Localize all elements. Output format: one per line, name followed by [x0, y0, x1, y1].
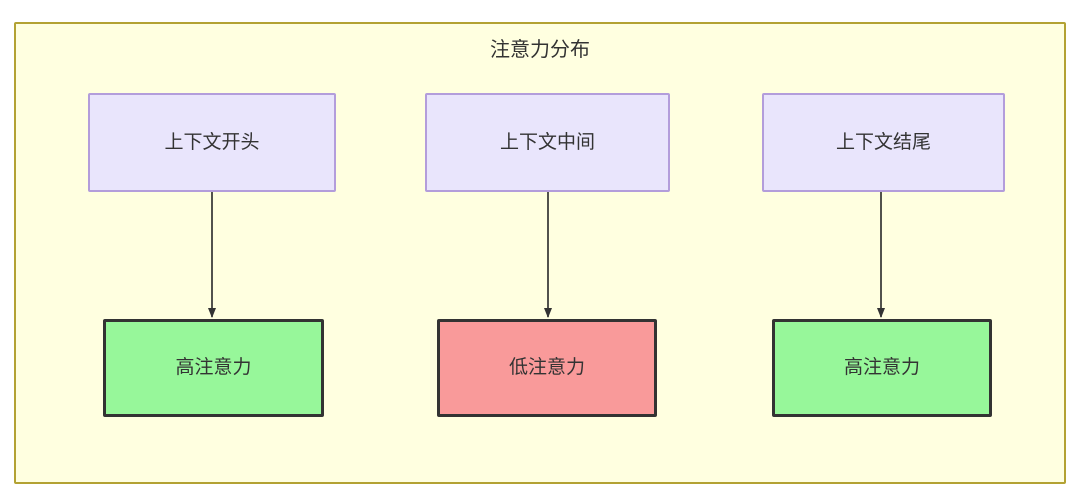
- node-label: 上下文结尾: [835, 131, 931, 153]
- node-attention-start[interactable]: 高注意力: [103, 319, 324, 417]
- node-attention-end[interactable]: 高注意力: [772, 319, 992, 417]
- node-label: 高注意力: [843, 357, 920, 378]
- node-label: 低注意力: [508, 357, 585, 378]
- subgraph-title: 注意力分布: [490, 39, 590, 61]
- node-label: 上下文中间: [499, 131, 595, 153]
- node-label: 高注意力: [175, 357, 252, 378]
- node-context-start[interactable]: 上下文开头: [88, 93, 336, 192]
- node-attention-middle[interactable]: 低注意力: [437, 319, 657, 417]
- node-context-end[interactable]: 上下文结尾: [762, 93, 1005, 192]
- node-label: 上下文开头: [164, 131, 260, 153]
- node-context-middle[interactable]: 上下文中间: [425, 93, 670, 192]
